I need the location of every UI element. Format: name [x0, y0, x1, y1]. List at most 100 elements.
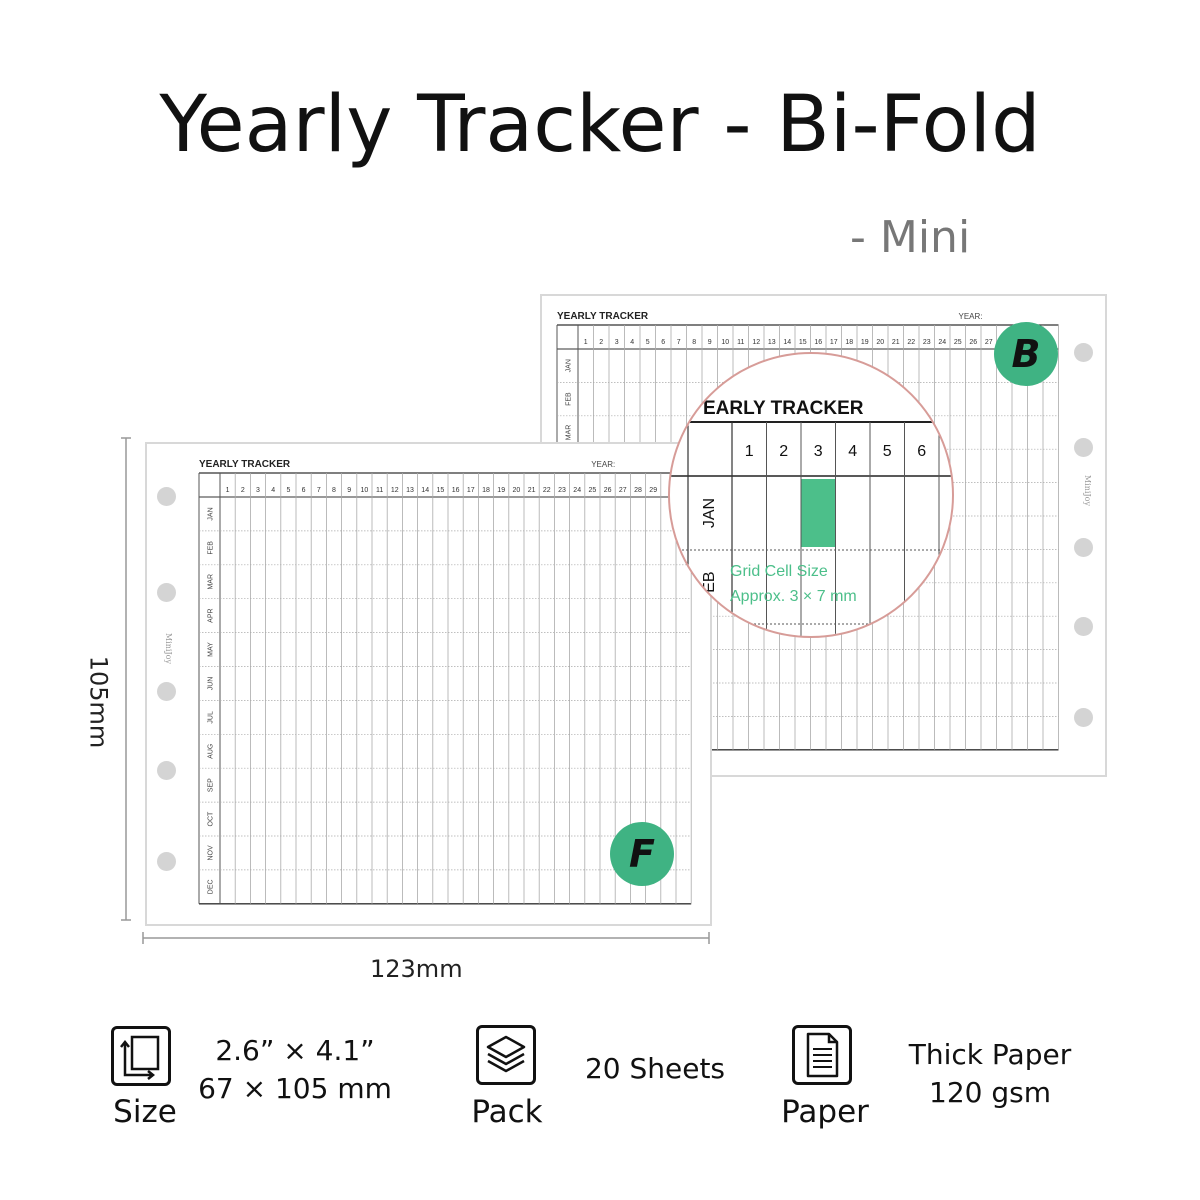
month-label: SEP [208, 778, 215, 792]
binder-hole [1074, 438, 1093, 457]
month-label: FEB [208, 541, 215, 555]
magnified-day-number: 5 [883, 443, 892, 460]
magnified-day-number: 3 [814, 443, 823, 460]
day-number: 23 [558, 487, 566, 494]
pack-caption: Pack [471, 1094, 543, 1130]
day-number: 3 [615, 339, 619, 346]
magnified-day-number: 4 [848, 443, 857, 460]
size-mm: 67 × 105 mm [198, 1072, 392, 1105]
day-number: 16 [452, 487, 460, 494]
day-number: 5 [286, 487, 290, 494]
month-label: MAY [208, 642, 215, 657]
page-subtitle: - Mini [850, 212, 971, 263]
month-label: JAN [566, 359, 573, 372]
month-label: DEC [208, 879, 215, 894]
day-number: 19 [497, 487, 505, 494]
day-number: 11 [376, 487, 383, 494]
day-number: 1 [226, 487, 230, 494]
year-label: YEAR: [959, 312, 983, 321]
brand-logo: MiniJoy [1083, 474, 1093, 507]
paper-thickness: Thick Paper [908, 1038, 1072, 1071]
page-title: Yearly Tracker - Bi-Fold [159, 80, 1041, 170]
day-number: 2 [241, 487, 245, 494]
day-number: 15 [437, 487, 445, 494]
day-number: 24 [938, 339, 946, 346]
day-number: 4 [271, 487, 275, 494]
day-number: 8 [692, 339, 696, 346]
day-number: 22 [907, 339, 915, 346]
day-number: 21 [892, 339, 900, 346]
day-number: 12 [752, 339, 760, 346]
day-number: 18 [482, 487, 490, 494]
badge-front: F [610, 822, 674, 886]
highlighted-cell [801, 479, 836, 547]
size-caption: Size [113, 1094, 177, 1130]
day-number: 19 [861, 339, 869, 346]
day-number: 7 [677, 339, 681, 346]
day-number: 27 [619, 487, 627, 494]
day-number: 18 [845, 339, 853, 346]
day-number: 22 [543, 487, 551, 494]
day-number: 3 [256, 487, 260, 494]
day-number: 1 [584, 339, 588, 346]
day-number: 10 [721, 339, 729, 346]
height-dimension-label: 105mm [84, 655, 113, 749]
day-number: 26 [604, 487, 612, 494]
year-label: YEAR: [591, 460, 615, 469]
pack-spec: 20 Sheets [565, 1050, 745, 1088]
month-label: NOV [208, 845, 215, 861]
day-number: 9 [347, 487, 351, 494]
badge-back: B [994, 322, 1058, 386]
grid-cell-note-size: Approx. 3 × 7 mm [730, 588, 857, 605]
month-label: OCT [208, 811, 215, 827]
month-label: JUN [208, 677, 215, 691]
magnified-heading: EARLY TRACKER [703, 398, 864, 419]
day-number: 25 [589, 487, 597, 494]
size-spec: 2.6” × 4.1” 67 × 105 mm [190, 1032, 400, 1108]
day-number: 7 [317, 487, 321, 494]
month-label: AUG [208, 744, 215, 759]
month-label: MAR [208, 574, 215, 590]
day-number: 13 [768, 339, 776, 346]
day-number: 21 [528, 487, 536, 494]
month-label: JUL [208, 711, 215, 724]
day-number: 20 [513, 487, 521, 494]
magnified-month-label: JAN [701, 498, 718, 528]
size-icon [111, 1026, 171, 1086]
binder-hole [157, 852, 176, 871]
binder-hole [157, 583, 176, 602]
day-number: 11 [737, 339, 744, 346]
magnified-day-number: 2 [779, 443, 788, 460]
day-number: 9 [708, 339, 712, 346]
day-number: 12 [391, 487, 399, 494]
day-number: 14 [421, 487, 429, 494]
day-number: 20 [876, 339, 884, 346]
day-number: 16 [814, 339, 822, 346]
binder-hole [1074, 617, 1093, 636]
tracker-heading: YEARLY TRACKER [199, 459, 291, 470]
binder-hole [157, 487, 176, 506]
brand-logo: MiniJoy [164, 632, 174, 665]
grid-cell-note-title: Grid Cell Size [730, 563, 828, 580]
day-number: 17 [830, 339, 838, 346]
magnified-day-number: 1 [745, 443, 754, 460]
paper-icon [792, 1025, 852, 1085]
day-number: 26 [969, 339, 977, 346]
day-number: 4 [630, 339, 634, 346]
paper-weight: 120 gsm [929, 1076, 1051, 1109]
month-label: FEB [566, 392, 573, 406]
day-number: 8 [332, 487, 336, 494]
month-label: APR [208, 608, 215, 622]
day-number: 27 [985, 339, 993, 346]
day-number: 6 [302, 487, 306, 494]
day-number: 24 [573, 487, 581, 494]
binder-hole [1074, 708, 1093, 727]
day-number: 15 [799, 339, 807, 346]
size-inches: 2.6” × 4.1” [215, 1034, 375, 1067]
binder-hole [1074, 343, 1093, 362]
month-label: MAR [566, 425, 573, 441]
tracker-heading: YEARLY TRACKER [557, 311, 649, 322]
